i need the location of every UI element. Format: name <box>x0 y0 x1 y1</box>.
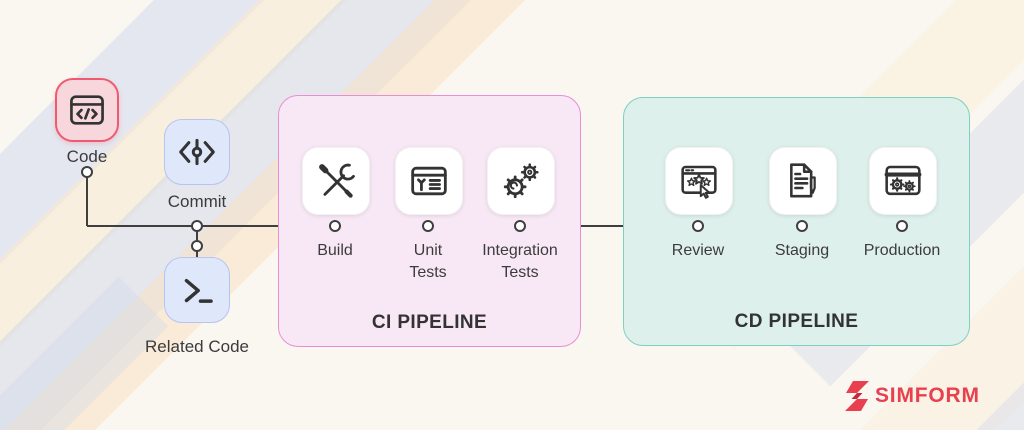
commit-junction-node <box>191 220 203 232</box>
related-code-node-label: Related Code <box>145 337 249 356</box>
staging-document-icon <box>782 160 824 202</box>
staging-step-label: Staging <box>774 242 830 259</box>
review-stars-icon <box>678 160 720 202</box>
unit-tests-node <box>422 220 434 232</box>
code-connector-node <box>81 166 93 178</box>
commit-node-card <box>164 119 230 185</box>
code-branch-line <box>86 177 88 226</box>
review-step-label: Review <box>671 242 725 259</box>
code-node-label: Code <box>66 147 108 166</box>
unit-tests-step-label: Unit Tests <box>409 242 447 281</box>
production-step-label: Production <box>863 242 941 259</box>
integration-tests-step-card <box>487 147 555 215</box>
review-step-card <box>665 147 733 215</box>
production-step-card <box>869 147 937 215</box>
production-node <box>896 220 908 232</box>
code-window-icon <box>67 90 107 130</box>
git-commit-icon <box>176 131 218 173</box>
build-node <box>329 220 341 232</box>
simform-logo: SIMFORM <box>843 380 980 412</box>
code-node-card <box>55 78 119 142</box>
related-code-junction-node <box>191 240 203 252</box>
build-step-label: Build <box>317 242 353 259</box>
cd-pipeline-title: CD PIPELINE <box>734 311 859 332</box>
unit-tests-icon <box>408 160 450 202</box>
integration-gears-icon <box>500 160 542 202</box>
staging-step-card <box>769 147 837 215</box>
ci-pipeline-title: CI PIPELINE <box>371 312 488 333</box>
related-code-node-card <box>164 257 230 323</box>
staging-node <box>796 220 808 232</box>
production-gears-icon <box>882 160 924 202</box>
build-tools-icon <box>315 160 357 202</box>
integration-tests-node <box>514 220 526 232</box>
integration-tests-step-label: Integration Tests <box>482 242 558 281</box>
terminal-icon <box>176 269 218 311</box>
simform-s-icon <box>843 380 871 412</box>
commit-node-label: Commit <box>167 192 227 211</box>
unit-tests-step-card <box>395 147 463 215</box>
build-step-card <box>302 147 370 215</box>
bg-stripe <box>0 0 306 430</box>
bg-stripe <box>0 276 169 430</box>
simform-logo-text: SIMFORM <box>875 384 980 407</box>
review-node <box>692 220 704 232</box>
